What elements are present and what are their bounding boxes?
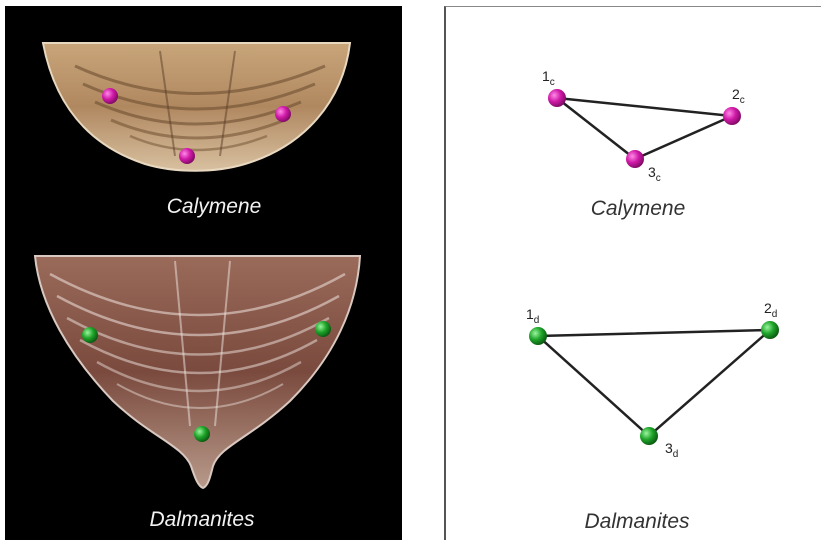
calymene-landmark-3 bbox=[179, 148, 195, 164]
dalmanites-label-2: 2d bbox=[764, 300, 778, 320]
calymene-triangle-vertex-3 bbox=[626, 150, 644, 168]
calymene-triangle-vertex-1 bbox=[548, 89, 566, 107]
dalmanites-triangle bbox=[529, 321, 779, 445]
dalmanites-label-3: 3d bbox=[665, 440, 679, 460]
dalmanites-fossil bbox=[33, 255, 362, 490]
dalmanites-triangle-caption: Dalmanites bbox=[584, 510, 690, 533]
calymene-label-2: 2c bbox=[732, 86, 745, 106]
calymene-landmark-2 bbox=[275, 106, 291, 122]
calymene-triangle bbox=[548, 89, 741, 168]
dalmanites-label-1: 1d bbox=[526, 306, 540, 326]
calymene-landmark-1 bbox=[102, 88, 118, 104]
dalmanites-triangle-vertex-2 bbox=[761, 321, 779, 339]
dalmanites-photo-caption: Dalmanites bbox=[149, 508, 255, 531]
triangle-diagrams bbox=[529, 89, 779, 445]
dalmanites-triangle-vertex-3 bbox=[640, 427, 658, 445]
calymene-triangle-caption: Calymene bbox=[590, 197, 686, 220]
fossil-photo-panel: Calymene Dalmanites bbox=[5, 6, 402, 540]
calymene-triangle-vertex-2 bbox=[723, 107, 741, 125]
dalmanites-landmark-1 bbox=[82, 327, 98, 343]
fossil-illustrations bbox=[33, 42, 362, 490]
landmark-triangle-panel: 1c 2c 3c 1d 2d 3d Calymene Dalmanites bbox=[444, 6, 821, 540]
calymene-fossil bbox=[41, 42, 352, 172]
dalmanites-landmark-3 bbox=[194, 426, 210, 442]
calymene-photo-caption: Calymene bbox=[166, 195, 262, 218]
calymene-label-1: 1c bbox=[542, 68, 555, 88]
dalmanites-triangle-vertex-1 bbox=[529, 327, 547, 345]
dalmanites-landmark-2 bbox=[315, 321, 331, 337]
calymene-label-3: 3c bbox=[648, 164, 661, 184]
